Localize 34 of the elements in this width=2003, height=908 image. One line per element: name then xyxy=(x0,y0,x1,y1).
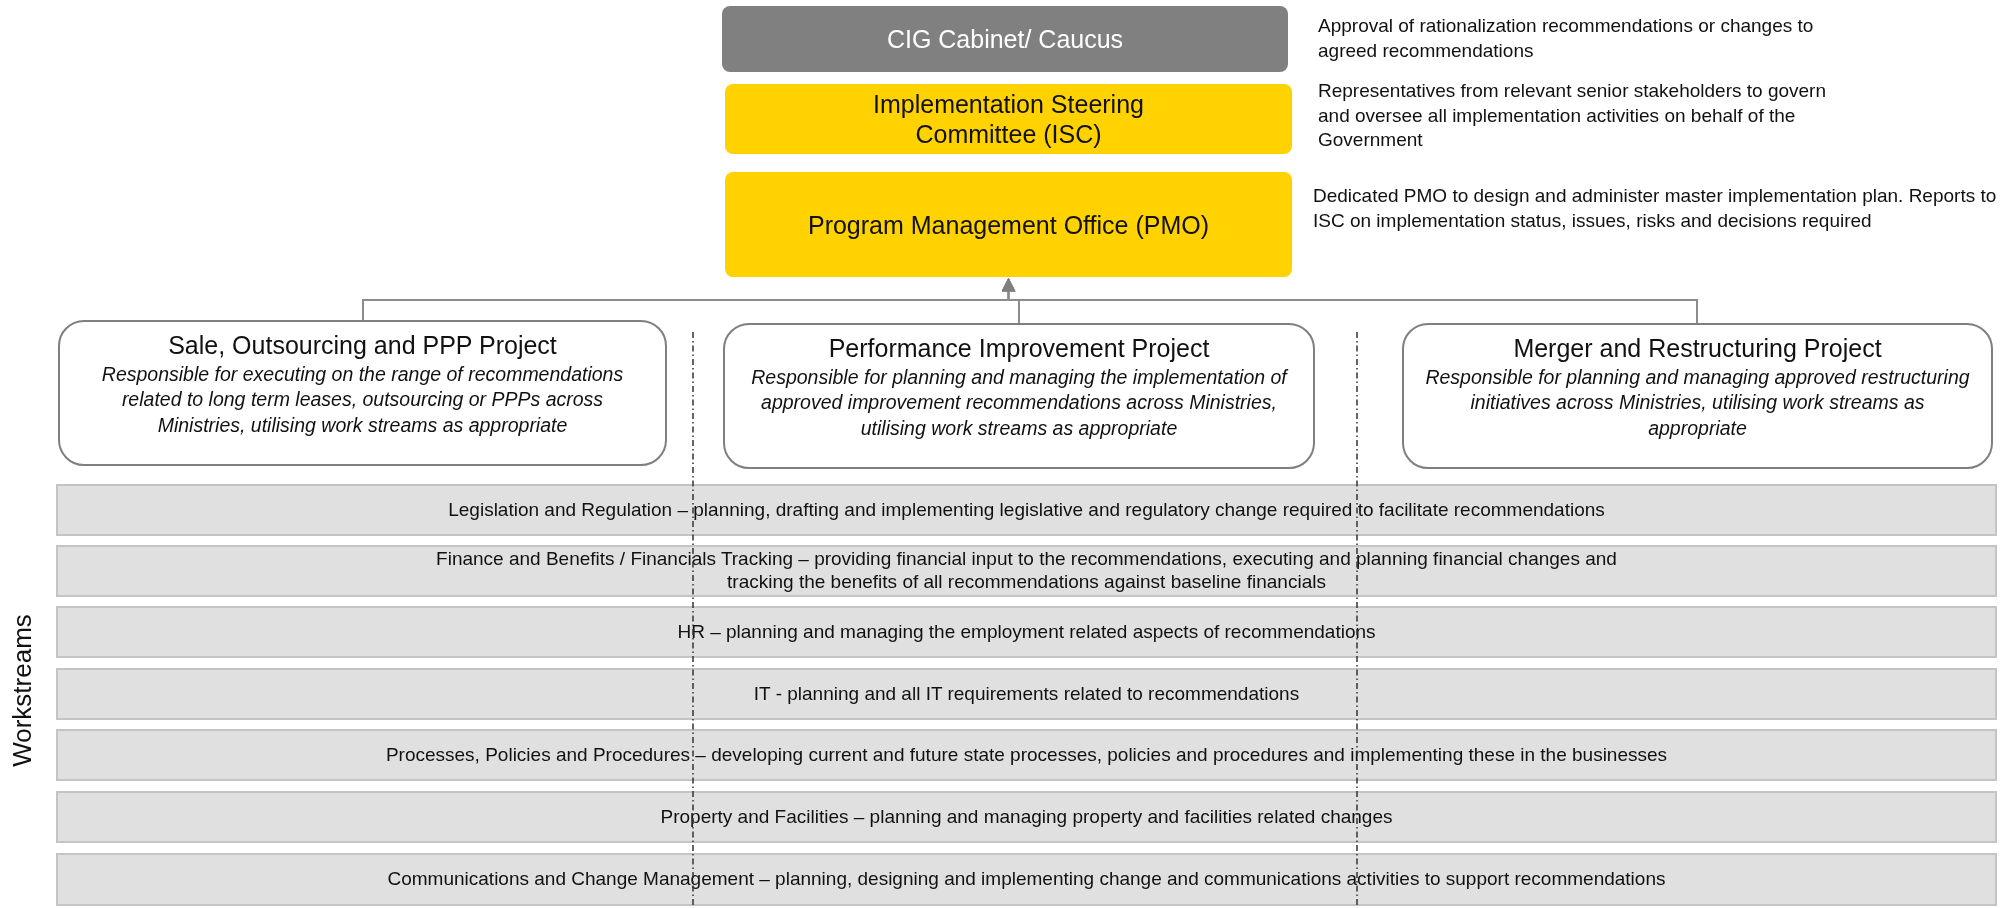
workstream-bar xyxy=(56,484,1997,536)
committee-box xyxy=(725,84,1292,154)
node-title: Communications and Change Management – planning, designing and implementing change and communications activities to support recommendations xyxy=(387,868,1666,891)
node-title: CIG Cabinet/ Caucus xyxy=(886,24,1124,54)
project-box xyxy=(1402,323,1993,469)
role-description: Approval of rationalization recommendations or changes to agreed recommendations xyxy=(1318,14,1815,63)
workstream-bar xyxy=(56,545,1997,597)
node-title: Processes, Policies and Procedures – developing current and future state processes, policies and procedures and implementing these in the businesses xyxy=(385,743,1668,767)
node-title: Sale, Outsourcing and PPP Project xyxy=(168,330,557,360)
role-description: Representatives from relevant senior stakeholders to govern and oversee all implementation activities on behalf of the Government xyxy=(1318,79,1827,153)
section-label: Workstreams xyxy=(6,613,38,767)
node-title: Property and Facilities – planning and managing property and facilities related changes xyxy=(660,805,1393,829)
node-description: Responsible for planning and managing approved restructuring initiatives across Ministries, utilising work streams as appropriate xyxy=(1424,365,1971,441)
role-description: Dedicated PMO to design and administer master implementation plan. Reports to ISC on implementation status, issues, risks and decisions required xyxy=(1313,184,1998,233)
node-title: Finance and Benefits / Financials Tracking – providing financial input to the recommendations, executing and planning financial changes and tracking the benefits of all recommendations against baseline financials xyxy=(435,548,1618,594)
committee-box xyxy=(725,172,1292,277)
workstream-bar xyxy=(56,729,1997,781)
workstream-bar xyxy=(56,791,1997,843)
workstream-bar xyxy=(56,668,1997,720)
workstream-bar xyxy=(56,853,1997,906)
node-title: Program Management Office (PMO) xyxy=(807,209,1210,240)
node-description: Responsible for planning and managing the implementation of approved improvement recommendations across Ministries, utilising work streams as appropriate xyxy=(750,365,1290,441)
connector-arrow xyxy=(1001,277,1698,324)
node-title: Performance Improvement Project xyxy=(828,333,1210,363)
project-box xyxy=(58,320,667,466)
node-title: HR – planning and managing the employment related aspects of recommendations xyxy=(677,620,1376,644)
workstream-bar xyxy=(56,606,1997,658)
cabinet-box xyxy=(722,6,1288,72)
project-box xyxy=(723,323,1315,469)
node-title: Legislation and Regulation – planning, drafting and implementing legislative and regulatory change required to facilitate recommendations xyxy=(448,498,1605,522)
node-title: IT - planning and all IT requirements related to recommendations xyxy=(753,682,1300,706)
node-title: Implementation Steering Committee (ISC) xyxy=(872,89,1145,149)
node-description: Responsible for executing on the range of recommendations related to long term leases, outsourcing or PPPs across Ministries, utilising work streams as appropriate xyxy=(100,362,625,438)
node-title: Merger and Restructuring Project xyxy=(1513,333,1882,363)
